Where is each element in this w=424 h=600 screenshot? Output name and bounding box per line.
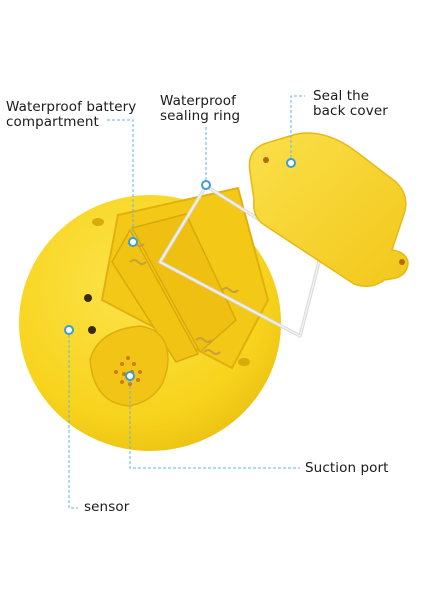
label-battery-compartment: Waterproof battery compartment [6, 99, 137, 130]
cover-tab-hole-top [263, 157, 269, 163]
screw-hole-right [238, 358, 250, 366]
label-sealing-ring: Waterproof sealing ring [160, 93, 241, 124]
leader-lines [68, 95, 305, 509]
cover-tab-hole-bottom [399, 259, 405, 265]
marker-battery [128, 237, 138, 247]
marker-sealing-ring [201, 180, 211, 190]
marker-back-cover [286, 158, 296, 168]
battery-slot-1 [130, 213, 237, 354]
label-back-cover: Seal the back cover [313, 88, 388, 119]
sensor-hole-1 [84, 294, 92, 302]
suction-port-holes [114, 356, 142, 386]
suction-panel [89, 325, 169, 407]
label-suction-port: Suction port [305, 460, 389, 476]
callout-markers [64, 158, 296, 381]
marker-suction-port [125, 371, 135, 381]
sensor-hole-2 [88, 326, 96, 334]
label-sensor: sensor [84, 499, 130, 515]
back-cover [248, 132, 409, 287]
screw-hole-left [92, 218, 104, 226]
battery-slot-2 [111, 228, 200, 363]
marker-sensor [64, 325, 74, 335]
